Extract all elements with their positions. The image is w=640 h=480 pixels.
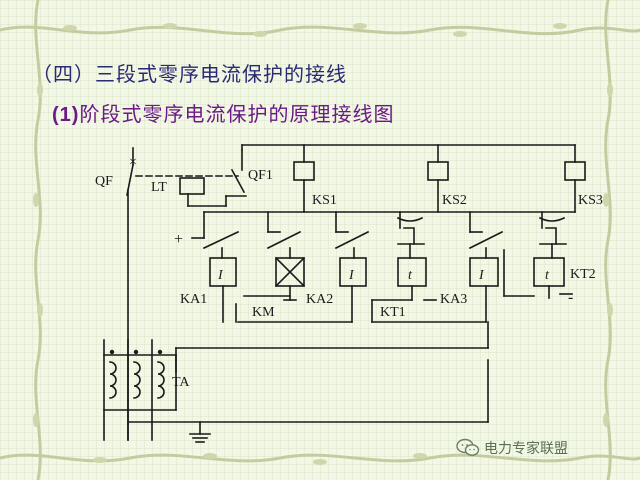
subtitle-number: (1): [52, 104, 80, 126]
label-ka3: KA3: [440, 292, 467, 307]
ka3-contact: [468, 230, 504, 250]
label-km: KM: [252, 305, 275, 320]
ka2-relay-symbol: I: [348, 268, 355, 283]
ka1-contact: [202, 230, 240, 250]
kt2-relay: [533, 257, 565, 287]
label-ks2: KS2: [442, 193, 467, 208]
km-contact: [266, 230, 302, 250]
ks3-coil: [564, 161, 586, 181]
ka1-relay-symbol: I: [217, 268, 224, 283]
label-plus: +: [174, 231, 183, 248]
subtitle-text: 阶段式零序电流保护的原理接线图: [79, 102, 395, 126]
label-ka2: KA2: [306, 292, 333, 307]
watermark: 电力专家联盟: [456, 438, 568, 458]
wechat-icon: [456, 438, 480, 456]
qf1-contact: [230, 168, 246, 194]
kt2-relay-symbol: t: [545, 268, 550, 283]
ka3-relay: [469, 257, 499, 287]
ka3-relay-symbol: I: [478, 268, 485, 283]
ks2-coil: [427, 161, 449, 181]
ta-coil-a: [109, 361, 117, 399]
watermark-text: 电力专家联盟: [484, 441, 568, 457]
kt2-delay-contact: [545, 227, 557, 245]
page-title: （四）三段式零序电流保护的接线: [32, 62, 347, 86]
kt1-delay-contact: [403, 227, 415, 245]
label-kt2: KT2: [570, 267, 596, 282]
page-subtitle: (1)阶段式零序电流保护的原理接线图: [52, 98, 394, 127]
kt1-relay: [397, 257, 427, 287]
label-qf: QF: [95, 174, 113, 189]
label-ks1: KS1: [312, 193, 337, 208]
ks1-coil: [293, 161, 315, 181]
label-kt1: KT1: [380, 305, 406, 320]
lt-coil: [179, 177, 205, 195]
ta-coil-b: [133, 361, 141, 399]
label-minus: -: [568, 289, 573, 306]
label-ka1: KA1: [180, 292, 207, 307]
ta-coil-c: [157, 361, 165, 399]
ka1-relay: [209, 257, 237, 287]
kt1-relay-symbol: t: [408, 268, 413, 283]
label-lt: LT: [151, 180, 167, 195]
label-ta: TA: [172, 375, 190, 390]
ka2-contact: [334, 230, 370, 250]
label-qf1: QF1: [248, 168, 273, 183]
ka2-relay: [339, 257, 367, 287]
qf-switch-mark: ×: [129, 155, 137, 170]
label-ks3: KS3: [578, 193, 603, 208]
